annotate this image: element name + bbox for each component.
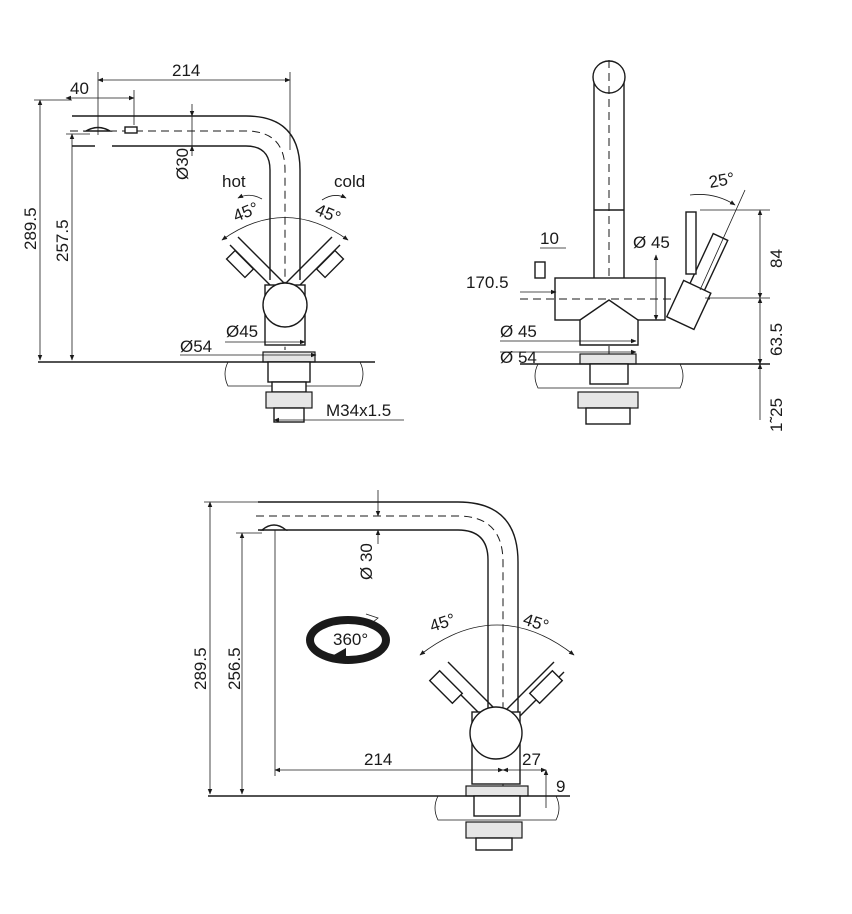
spout-diameter-label: Ø30 [173, 148, 192, 180]
base-height-label: 63.5 [767, 323, 786, 356]
bottom-total-height-label: 289.5 [191, 647, 210, 690]
side-base-diameter-label: Ø 54 [500, 348, 537, 367]
spout-length-label: 214 [172, 61, 200, 80]
cold-label: cold [334, 172, 365, 191]
bottom-spout-diameter-label: Ø 30 [357, 543, 376, 580]
lever-height-label: 84 [767, 249, 786, 268]
front-view: 214 40 Ø30 289.5 257.5 hot cold 45° 45° … [21, 61, 404, 423]
left-angle-label: 45° [427, 610, 457, 636]
aerator-icon [260, 524, 288, 531]
right-angle-label: 45° [521, 610, 551, 636]
bottom-spout-length-label: 214 [364, 750, 392, 769]
spout-height-label: 257.5 [53, 219, 72, 262]
mount-range-label: 1˜25 [767, 398, 786, 432]
rotation-label: 360° [333, 630, 368, 649]
body-diameter-top-label: Ø 45 [633, 233, 670, 252]
thread-label: M34x1.5 [326, 401, 391, 420]
bottom-spout-height-label: 256.5 [225, 647, 244, 690]
bottom-view: Ø 30 360° 45° 45° 289.5 256.5 214 27 9 [191, 490, 575, 851]
total-height-label: 289.5 [21, 207, 40, 250]
lever-angle-label: 25° [707, 169, 736, 192]
side-view: 25° 10 Ø 45 170.5 84 Ø 45 Ø 54 63.5 1˜25 [466, 60, 786, 432]
side-lever [665, 232, 729, 331]
body-diameter-bottom-label: Ø 45 [500, 322, 537, 341]
aerator-offset-label: 40 [70, 79, 89, 98]
offset-label: 10 [540, 229, 559, 248]
body-diameter-label: Ø45 [226, 322, 258, 341]
base-height-bottom-label: 9 [556, 777, 565, 796]
rotation-icon [306, 613, 390, 664]
body-height-label: 170.5 [466, 273, 509, 292]
hot-label: hot [222, 172, 246, 191]
base-diameter-label: Ø54 [180, 337, 212, 356]
lever-offset-label: 27 [522, 750, 541, 769]
